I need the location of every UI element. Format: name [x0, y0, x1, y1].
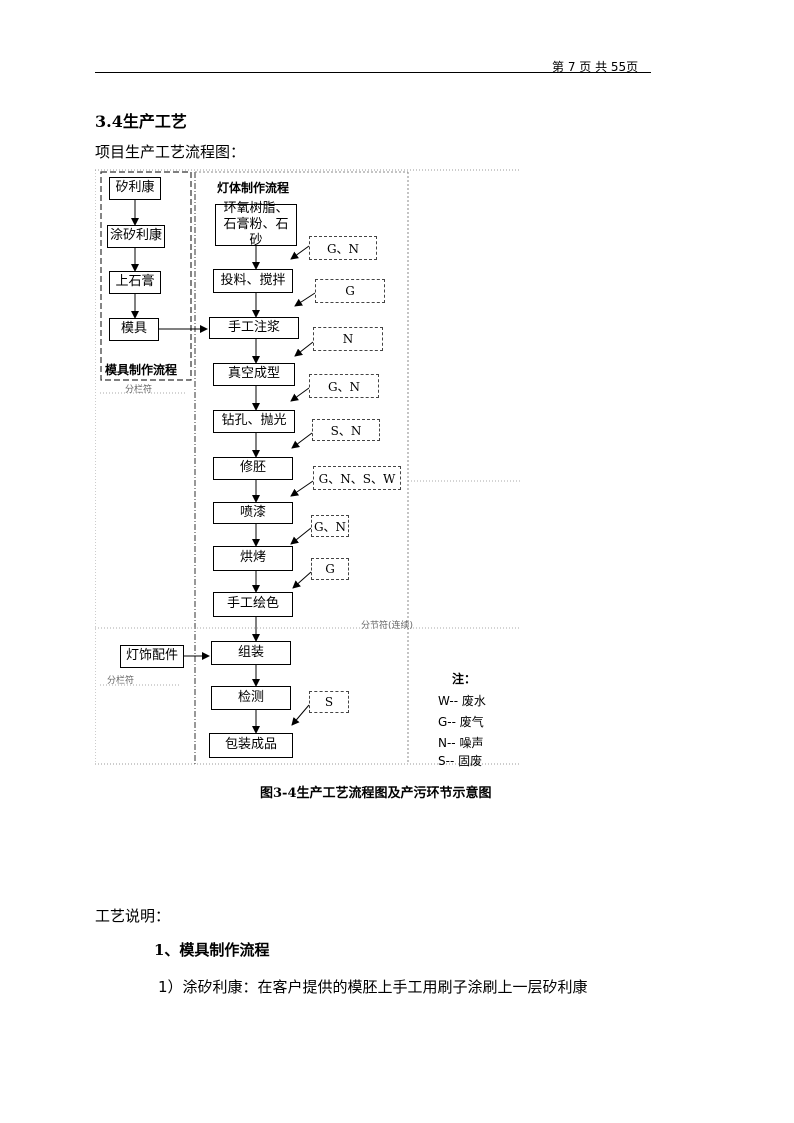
- column-break-mark: 分栏符: [125, 385, 153, 395]
- pollutant-box: S、N: [312, 419, 380, 441]
- process-flow-diagram: 矽利康 涂矽利康 上石膏 模具 模具制作流程 灯体制作流程 环氧树脂、石膏粉、石…: [95, 168, 521, 768]
- pollutant-box: G、N: [309, 374, 379, 398]
- lamp-step-raw-materials: 环氧树脂、石膏粉、石砂: [215, 201, 297, 248]
- pollutant-box: G、N、S、W: [313, 466, 401, 490]
- diagram-connectors: [95, 169, 521, 765]
- mold-step-plaster: 上石膏: [109, 271, 161, 294]
- pollutant-box: N: [313, 327, 383, 351]
- legend-item: N-- 噪声: [438, 736, 484, 750]
- legend-title: 注：: [452, 672, 477, 686]
- lamp-step-baking: 烘烤: [213, 546, 293, 571]
- pollutant-box: G、N: [311, 515, 349, 537]
- legend-item: G-- 废气: [438, 715, 484, 729]
- page-number: 第 7 页 共 55页: [552, 60, 639, 74]
- process-item-1: 1）涂矽利康：在客户提供的模胚上手工用刷子涂刷上一层矽利康: [158, 978, 588, 996]
- lamp-step-hand-painting: 手工绘色: [213, 592, 293, 617]
- figure-caption: 图3-4生产工艺流程图及产污环节示意图: [260, 786, 492, 801]
- column-break-mark: 分栏符: [107, 676, 135, 686]
- mold-step-mold: 模具: [109, 318, 159, 341]
- pollutant-box: G: [311, 558, 349, 580]
- section-break-mark: 分节符(连续): [361, 621, 414, 631]
- lamp-accessories-box: 灯饰配件: [120, 645, 184, 668]
- legend-item: S-- 固废: [438, 754, 483, 768]
- pollutant-box: S: [309, 691, 349, 713]
- lamp-flow-label: 灯体制作流程: [217, 181, 290, 195]
- lamp-step-feeding-mixing: 投料、搅拌: [213, 269, 293, 293]
- lamp-step-slip-casting: 手工注浆: [209, 317, 299, 339]
- process-subheading: 1、模具制作流程: [154, 941, 270, 959]
- lamp-step-vacuum-forming: 真空成型: [213, 363, 295, 386]
- lamp-step-inspection: 检测: [211, 686, 291, 710]
- mold-step-silicone: 矽利康: [109, 177, 161, 200]
- header-rule: [95, 72, 651, 73]
- lamp-step-packaging: 包装成品: [209, 733, 293, 758]
- lamp-step-drilling-polishing: 钻孔、抛光: [213, 410, 295, 433]
- mold-step-coat-silicone: 涂矽利康: [107, 225, 165, 248]
- lamp-step-assembly: 组装: [211, 641, 291, 665]
- lamp-step-trimming: 修胚: [213, 457, 293, 480]
- section-title: 3.4生产工艺: [95, 112, 187, 131]
- pollutant-box: G、N: [309, 236, 377, 260]
- legend-item: W-- 废水: [438, 694, 486, 708]
- section-intro: 项目生产工艺流程图：: [95, 143, 246, 161]
- process-desc-label: 工艺说明：: [95, 907, 171, 925]
- lamp-step-spraying: 喷漆: [213, 502, 293, 524]
- pollutant-box: G: [315, 279, 385, 303]
- mold-flow-label: 模具制作流程: [105, 363, 178, 377]
